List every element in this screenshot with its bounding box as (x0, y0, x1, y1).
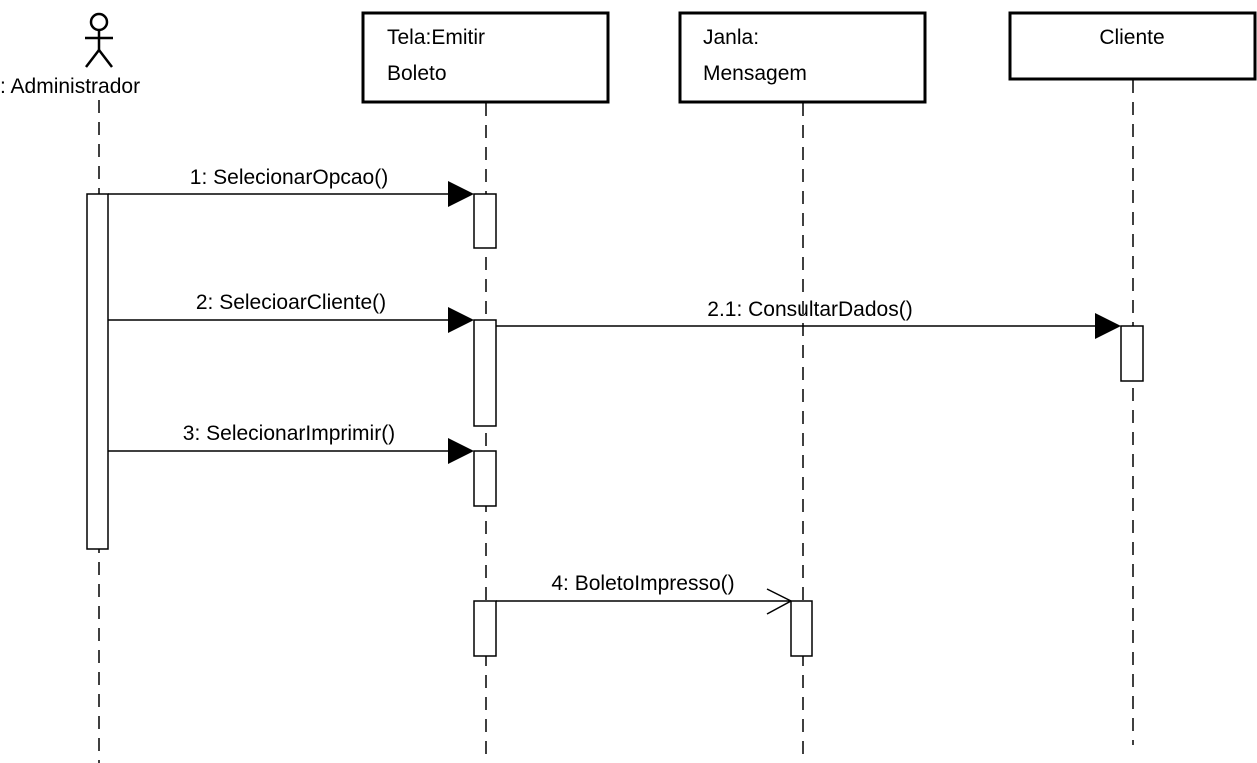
activation-bar-tela-2 (473, 319, 497, 427)
open-arrowhead-icon (766, 588, 793, 615)
participant-label-line1: Tela:Emitir (387, 26, 485, 49)
message-1[interactable]: 1: SelecionarOpcao() (108, 166, 474, 207)
participant-label: Cliente (1099, 26, 1164, 49)
message-label: 2.1: ConsultarDados() (707, 298, 912, 321)
filled-arrowhead-icon (1095, 313, 1121, 339)
message-label: 1: SelecionarOpcao() (190, 166, 388, 189)
participant-cliente[interactable]: Cliente (1008, 11, 1257, 81)
filled-arrowhead-icon (448, 181, 474, 207)
participant-janla-mensagem[interactable]: Janla: Mensagem (678, 11, 927, 104)
message-2[interactable]: 2: SelecioarCliente() (108, 291, 474, 333)
participant-label-line1: Janla: (703, 26, 759, 49)
message-label: 2: SelecioarCliente() (196, 291, 386, 314)
participant-label-line2: Boleto (387, 62, 447, 85)
participant-label-line2: Mensagem (703, 62, 807, 85)
activation-bar-janla (790, 600, 813, 657)
stick-figure-actor-icon (85, 12, 113, 68)
participant-box (678, 11, 927, 104)
message-label: 3: SelecionarImprimir() (183, 422, 395, 445)
message-label: 4: BoletoImpresso() (551, 572, 734, 595)
participant-box (1008, 11, 1257, 81)
actor-label: : Administrador (0, 75, 140, 98)
activation-bar-cliente (1120, 325, 1144, 382)
filled-arrowhead-icon (448, 438, 474, 464)
activation-bar-tela-3 (473, 450, 497, 507)
actor-administrador[interactable]: : Administrador (0, 12, 140, 98)
message-2-1[interactable]: 2.1: ConsultarDados() (496, 298, 1121, 339)
activation-bar-tela-4 (473, 600, 497, 657)
participant-tela-emitir-boleto[interactable]: Tela:Emitir Boleto (361, 11, 610, 104)
activation-bar-administrador (86, 193, 109, 550)
message-4[interactable]: 4: BoletoImpresso() (496, 572, 793, 615)
filled-arrowhead-icon (448, 307, 474, 333)
participant-box (361, 11, 610, 104)
activation-bar-tela-1 (473, 193, 497, 249)
message-3[interactable]: 3: SelecionarImprimir() (108, 422, 474, 464)
